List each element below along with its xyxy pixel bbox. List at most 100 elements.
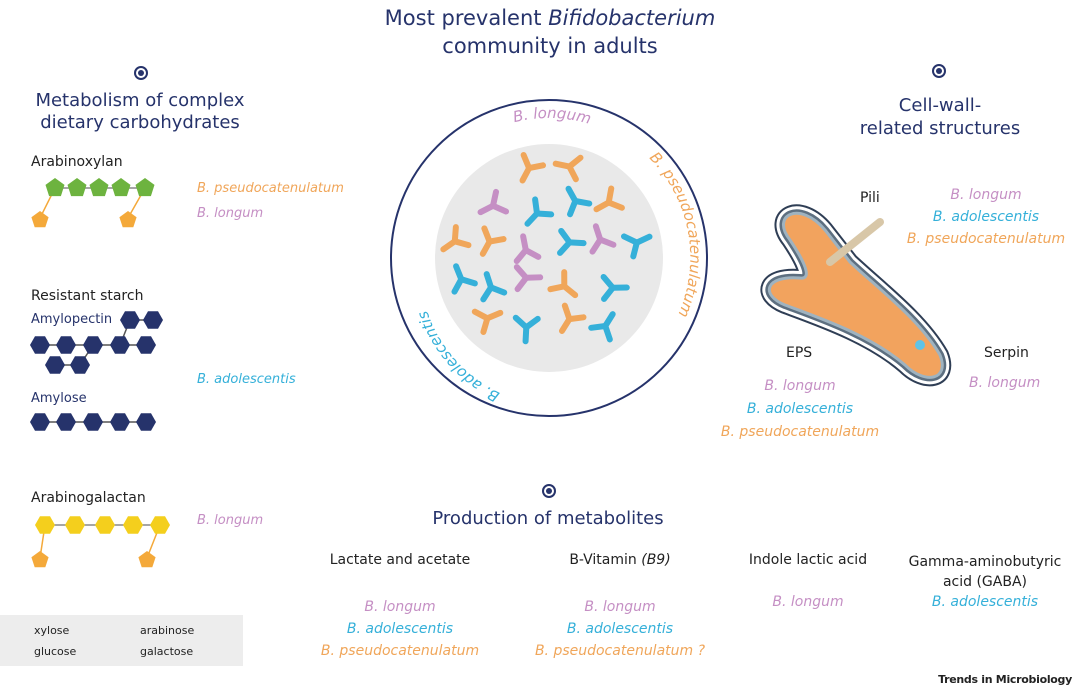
bacterium-arm (480, 284, 494, 303)
metabolite-lactate: Lactate and acetate B. longum B. adolesc… (300, 552, 500, 662)
glucose-icon (70, 356, 90, 374)
bacterium-icon (479, 225, 507, 257)
title-genus: Bifidobacterium (548, 6, 716, 30)
bacterium-icon (589, 223, 617, 255)
serpin-icon (915, 340, 925, 350)
bacterium-arm (451, 238, 472, 249)
glucose-icon (83, 336, 103, 354)
glucose-icon (30, 336, 50, 354)
text-label: B. longum (772, 594, 844, 610)
bacterium-icon (524, 196, 555, 227)
bacterium-icon (558, 302, 587, 334)
bacterium-icon (552, 154, 584, 183)
glucose-icon (110, 413, 130, 431)
arabinoxylan-label: Arabinoxylan (31, 154, 123, 170)
species-label: B. longum (197, 513, 264, 528)
bacterium-icon (513, 233, 542, 265)
cellwall-heading: Cell-wall-related structures (830, 94, 1050, 140)
bacterium-arm (513, 264, 530, 281)
xylose-icon (45, 178, 65, 197)
serpin-label: Serpin (984, 345, 1029, 361)
amylose-label: Amylose (31, 391, 87, 406)
text-label: related structures (859, 118, 1021, 139)
text-label: (B9) (641, 552, 671, 568)
text-label: Metabolism of complex (35, 90, 245, 111)
amylopectin-label: Amylopectin (31, 312, 113, 327)
species-label: B. longum (197, 206, 264, 221)
text-label: B. adolescentis (566, 621, 674, 637)
text-label: Gamma-aminobutyric (908, 554, 1062, 570)
galactose-icon (95, 516, 115, 534)
bacterium-icon (519, 151, 547, 184)
xylose-icon (111, 178, 131, 197)
community-label-longum-text: B. longum (511, 104, 593, 128)
text-label: B-Vitamin (569, 552, 642, 568)
glucose-icon (30, 413, 50, 431)
galactose-icon (150, 516, 170, 534)
glucose-icon (45, 356, 65, 374)
bacterium-icon (477, 188, 510, 216)
metabolites-heading: Production of metabolites (432, 508, 664, 529)
legend-glucose: glucose (34, 645, 77, 658)
arabinose-icon (31, 211, 49, 228)
glucose-icon (136, 336, 156, 354)
bacterium-arm (588, 323, 609, 331)
bacterium-icon (593, 185, 625, 213)
pili-species: B. longum B. adolescentis B. pseudocaten… (880, 184, 1080, 250)
text-label: B. longum (764, 378, 836, 394)
bacterium-icon (440, 224, 472, 253)
bacterium-arm (451, 276, 465, 295)
legend-galactose: galactose (140, 645, 194, 658)
text-label: B. longum (950, 187, 1022, 203)
bacterium-icon (512, 314, 541, 345)
resistant-starch-label: Resistant starch (31, 288, 144, 304)
text-label: B. longum (584, 599, 656, 615)
bacterium-icon (588, 311, 616, 343)
pili-icon (826, 218, 884, 266)
community-circle (390, 99, 708, 417)
glucose-icon (120, 311, 140, 329)
galactose-icon (65, 516, 85, 534)
arabinose-icon (119, 211, 137, 228)
text-label: B. adolescentis (932, 209, 1040, 225)
species-label: B. adolescentis (197, 372, 296, 387)
bacterium-arm (534, 210, 555, 218)
bacterium-icon (480, 271, 508, 303)
sugar-legend: xylose arabinose glucose galactose (0, 615, 243, 666)
text-label: dietary carbohydrates (40, 112, 240, 133)
text-label: B. longum (364, 599, 436, 615)
bacterium-arm (566, 163, 579, 183)
text-label: B. adolescentis (931, 594, 1039, 610)
journal-label: Trends in Microbiology (938, 673, 1072, 686)
bacterium-arm (526, 162, 547, 172)
bacterium-icon (451, 263, 478, 295)
text-label: B. pseudocatenulatum (720, 424, 880, 440)
target-icon (932, 64, 946, 78)
text-label: Lactate and acetate (329, 552, 471, 568)
glucose-icon (56, 336, 76, 354)
bacterium-arm (600, 273, 616, 291)
pili-label: Pili (860, 190, 880, 206)
xylose-icon (67, 178, 87, 197)
bacterium-arm (523, 315, 541, 331)
eps-label: EPS (786, 345, 813, 361)
bacterium-icon (513, 264, 544, 293)
legend-arabinose: arabinose (140, 624, 195, 637)
species-label: B. pseudocatenulatum (197, 181, 344, 196)
metabolite-indole-lactic-acid: Indole lactic acid B. longum (730, 552, 886, 610)
glucose-icon (56, 413, 76, 431)
text-label: B. pseudocatenulatum ? (534, 643, 706, 659)
xylose-icon (135, 178, 155, 197)
galactose-icon (35, 516, 55, 534)
arabinose-icon (31, 551, 49, 568)
bacterium-arm (513, 247, 529, 265)
bacterium-arm (566, 314, 587, 323)
bacterium-arm (471, 308, 491, 322)
species-label: B. longum (969, 375, 1041, 391)
title-text: Most prevalent (384, 6, 549, 30)
bacterium-arm (589, 236, 604, 255)
bacterium-arm (605, 199, 625, 211)
